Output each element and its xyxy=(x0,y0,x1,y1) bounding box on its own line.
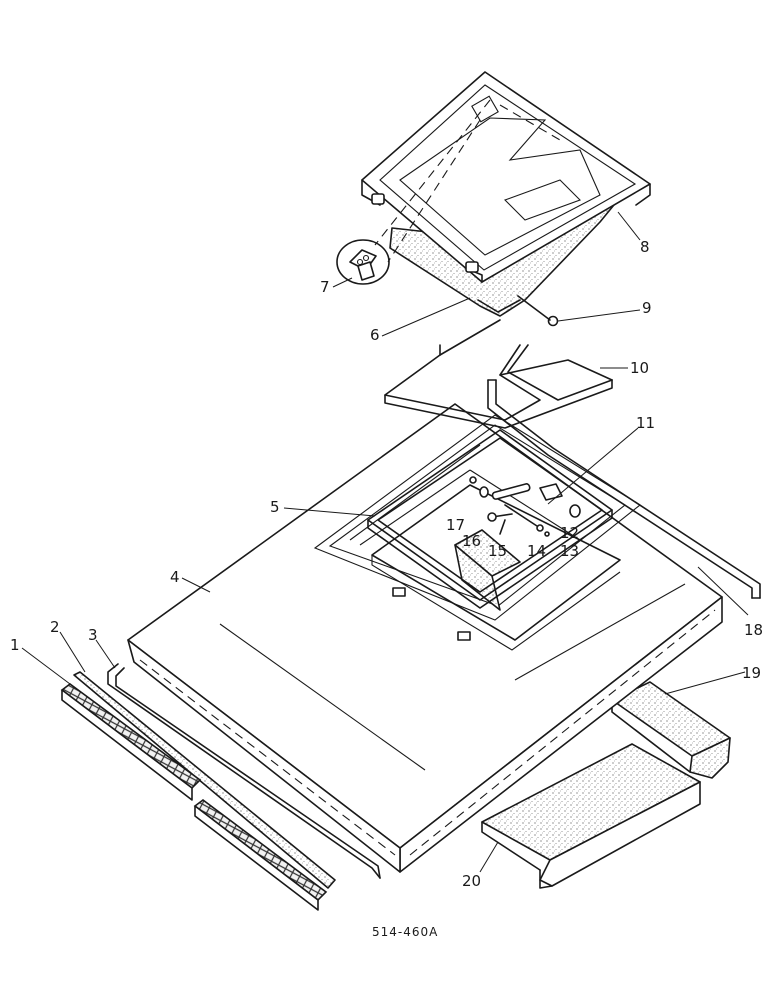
part-19-side-beam xyxy=(611,681,731,779)
part-20-floor-plate xyxy=(481,743,701,889)
callout-12: 12 xyxy=(560,524,579,542)
callout-1: 1 xyxy=(10,636,20,654)
callout-3: 3 xyxy=(88,626,98,644)
part-1-mats xyxy=(60,683,328,911)
callout-13: 13 xyxy=(560,542,579,560)
callout-20: 20 xyxy=(462,872,481,890)
drawing-reference-code: 514-460A xyxy=(372,925,438,939)
part-9-pin xyxy=(517,295,559,327)
part-8-seat-cushion xyxy=(361,71,651,283)
callout-5: 5 xyxy=(270,498,280,516)
callout-11: 11 xyxy=(636,414,655,432)
callout-9: 9 xyxy=(642,299,652,317)
part-10-loop-frame xyxy=(384,344,613,429)
callout-labels: 1 2 3 4 5 6 7 8 9 10 11 12 13 14 15 16 1… xyxy=(10,238,763,939)
part-7-latch-detail xyxy=(336,239,390,285)
callout-19: 19 xyxy=(742,664,761,682)
callout-8: 8 xyxy=(640,238,650,256)
part-2-strip xyxy=(73,671,336,889)
hardware-parts-11-17 xyxy=(469,476,581,537)
callout-18: 18 xyxy=(744,621,763,639)
callout-14: 14 xyxy=(527,542,546,560)
callout-10: 10 xyxy=(630,359,649,377)
callout-17: 17 xyxy=(446,516,465,534)
part-5-inner-frame xyxy=(367,429,613,609)
part-18-long-rod xyxy=(487,379,761,599)
leader-lines xyxy=(21,211,749,873)
part-3-rail xyxy=(107,663,381,879)
callout-6: 6 xyxy=(370,326,380,344)
callout-7: 7 xyxy=(320,278,330,296)
callout-16: 16 xyxy=(462,532,481,550)
callout-15: 15 xyxy=(488,542,507,560)
callout-4: 4 xyxy=(170,568,180,586)
callout-2: 2 xyxy=(50,618,60,636)
